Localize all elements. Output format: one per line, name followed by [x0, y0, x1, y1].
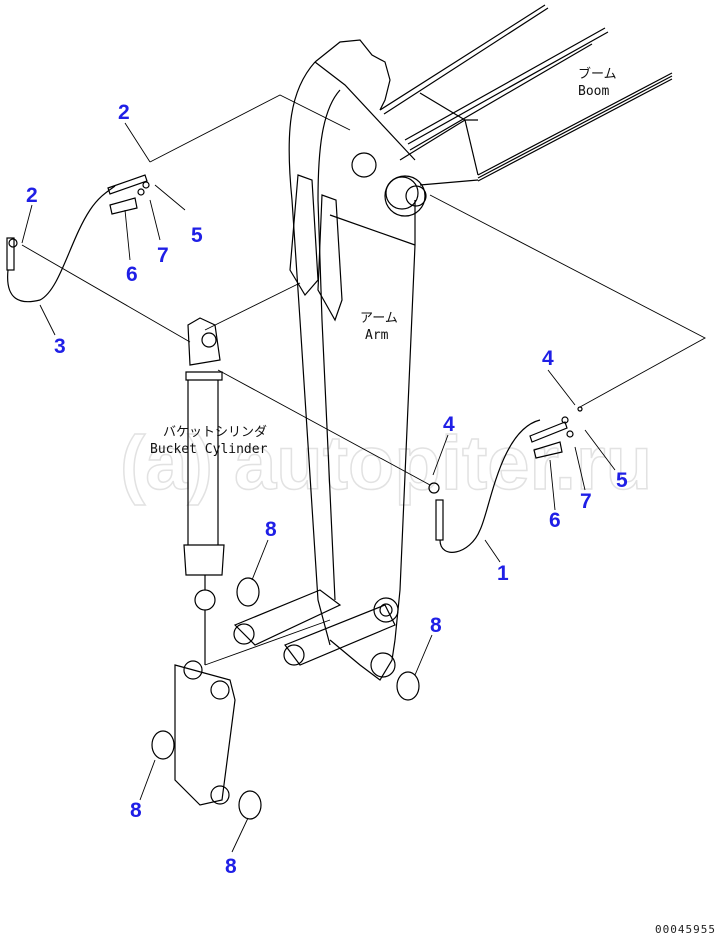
callout-6: 6 — [549, 509, 561, 532]
callout-1: 1 — [497, 562, 509, 585]
leader-lines — [21, 94, 706, 853]
arm-label-en: Arm — [365, 328, 389, 343]
callout-5: 5 — [191, 224, 203, 247]
bucket-cylinder-label-jp: バケットシリンダ — [163, 425, 268, 440]
callout-2: 2 — [26, 184, 38, 207]
callout-6: 6 — [126, 263, 138, 286]
boom-label-jp: ブーム — [578, 67, 617, 82]
callout-8: 8 — [130, 799, 142, 822]
callout-4: 4 — [443, 413, 455, 436]
cap-drawing — [151, 577, 420, 820]
hose-drawing — [6, 174, 583, 553]
boom-label-en: Boom — [578, 84, 610, 99]
callout-7: 7 — [157, 244, 169, 267]
arm-label-jp: アーム — [360, 311, 398, 326]
callout-7: 7 — [580, 490, 592, 513]
callout-5: 5 — [616, 469, 628, 492]
link-drawing — [174, 589, 396, 806]
arm-drawing — [288, 39, 416, 681]
callout-8: 8 — [225, 855, 237, 878]
bucket-cylinder-drawing — [183, 317, 225, 665]
drawing-code: 00045955 — [655, 923, 716, 936]
callout-2: 2 — [118, 101, 130, 124]
callout-4: 4 — [542, 347, 554, 370]
watermark: (a) autopiter.ru — [119, 420, 653, 507]
callout-3: 3 — [54, 335, 66, 358]
boom-drawing — [379, 4, 673, 217]
bucket-cylinder-label-en: Bucket Cylinder — [150, 442, 268, 457]
callout-8: 8 — [430, 614, 442, 637]
callout-8: 8 — [265, 518, 277, 541]
